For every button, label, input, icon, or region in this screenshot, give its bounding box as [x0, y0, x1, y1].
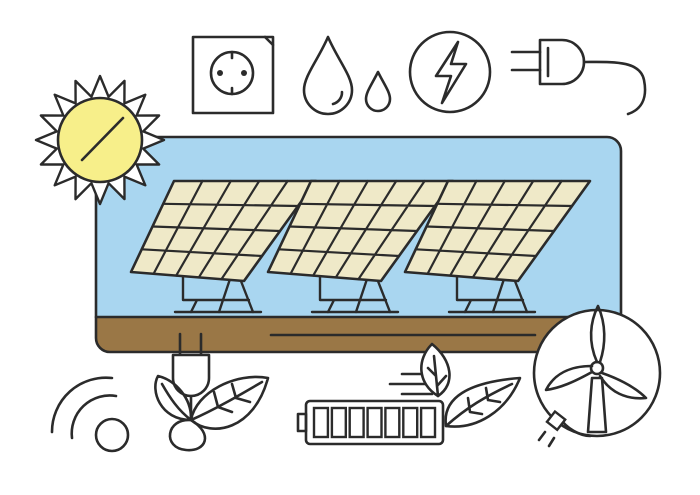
water-drops-icon [302, 35, 392, 116]
wifi-signal-icon [50, 376, 130, 453]
solar-panel-icon [129, 179, 318, 314]
solar-panel-group [129, 179, 592, 314]
solar-panel-icon [266, 179, 455, 314]
battery-cell [330, 406, 347, 439]
wind-turbine-icon [532, 304, 662, 448]
battery-cell [312, 406, 330, 439]
solar-panel-icon [403, 179, 592, 314]
electric-plug-icon [510, 38, 647, 116]
power-socket-icon [191, 35, 275, 115]
lightning-bolt-icon [408, 30, 492, 114]
battery-cell [366, 406, 383, 439]
battery-cell [348, 406, 365, 439]
battery-cell-group [312, 406, 437, 439]
sun-icon [34, 74, 166, 206]
battery-cell [402, 406, 419, 439]
battery-cell [419, 406, 437, 439]
battery-icon [296, 372, 445, 446]
battery-cell [384, 406, 401, 439]
leaf-icon [420, 342, 522, 428]
plug-leaf-icon [154, 332, 270, 452]
